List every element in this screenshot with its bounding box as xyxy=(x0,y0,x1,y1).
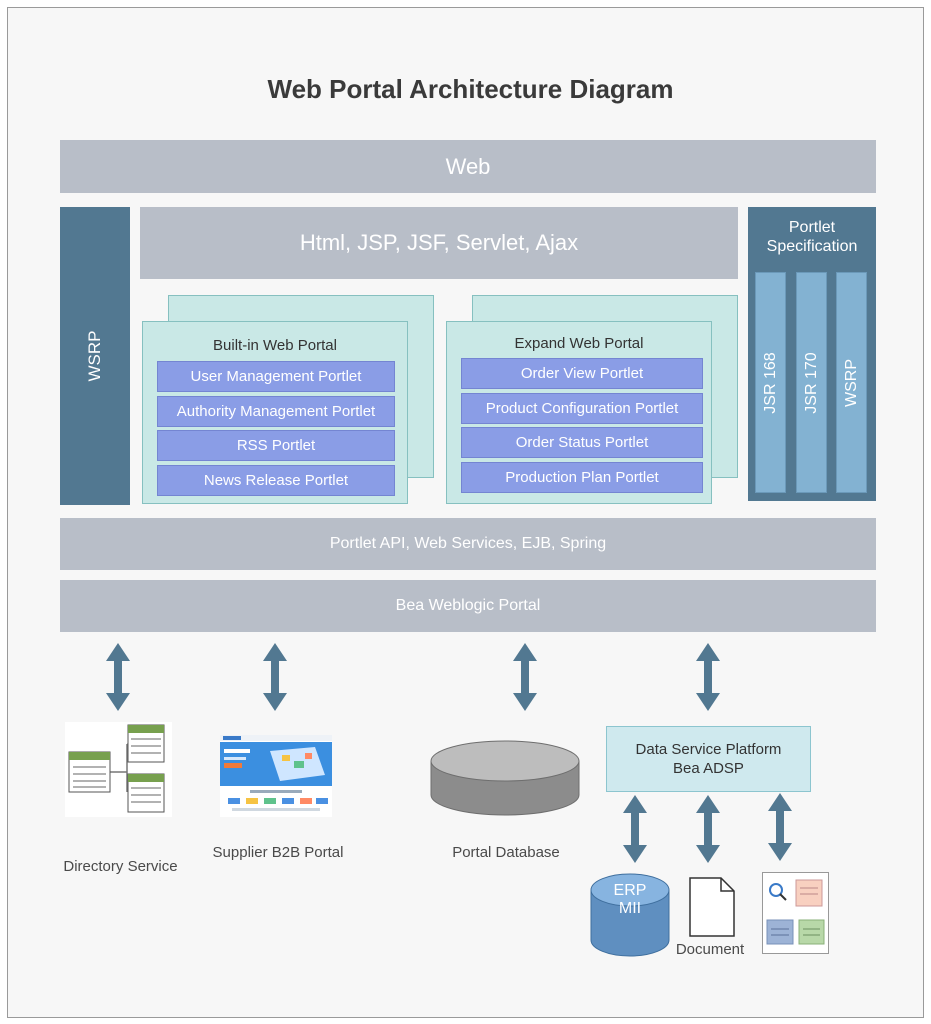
portlet-spec-title-line2: Specification xyxy=(766,238,858,255)
double-arrow-icon xyxy=(696,795,720,863)
portal-database-label: Portal Database xyxy=(452,844,560,861)
wsrp-column: WSRP xyxy=(60,207,130,505)
portlet-item: Order Status Portlet xyxy=(461,427,703,458)
document-icon xyxy=(689,877,735,937)
dsp-line1: Data Service Platform xyxy=(635,741,782,758)
database-icon xyxy=(430,740,580,816)
double-arrow-icon xyxy=(106,643,130,711)
html-layer: Html, JSP, JSF, Servlet, Ajax xyxy=(140,207,738,279)
erp-mii-label: ERP MII xyxy=(589,882,671,918)
portlet-spec-panel: Portlet Specification JSR 168 JSR 170 WS… xyxy=(748,207,876,501)
portlet-item: News Release Portlet xyxy=(157,465,395,496)
double-arrow-icon xyxy=(623,795,647,863)
directory-service-label: Directory Service xyxy=(63,858,178,875)
portlet-item: User Management Portlet xyxy=(157,361,395,392)
report-search-icon xyxy=(762,872,829,954)
weblogic-layer: Bea Weblogic Portal xyxy=(60,580,876,632)
web-layer: Web xyxy=(60,140,876,193)
directory-service-icon xyxy=(65,722,172,817)
portlet-item: Product Configuration Portlet xyxy=(461,393,703,424)
double-arrow-icon xyxy=(513,643,537,711)
portlet-item: Production Plan Portlet xyxy=(461,462,703,493)
erp-label-line1: ERP xyxy=(613,882,647,899)
double-arrow-icon xyxy=(696,643,720,711)
supplier-portal-thumbnail xyxy=(220,735,332,817)
expand-portal-card: Expand Web Portal Order View Portlet Pro… xyxy=(446,321,712,504)
spec-pillar: WSRP xyxy=(836,272,867,493)
builtin-portal-card: Built-in Web Portal User Management Port… xyxy=(142,321,408,504)
builtin-portal-title: Built-in Web Portal xyxy=(213,337,337,354)
portlet-item: RSS Portlet xyxy=(157,430,395,461)
spec-pillar: JSR 170 xyxy=(796,272,827,493)
diagram-title: Web Portal Architecture Diagram xyxy=(267,74,674,104)
api-layer: Portlet API, Web Services, EJB, Spring xyxy=(60,518,876,570)
double-arrow-icon xyxy=(768,793,792,861)
spec-pillar: JSR 168 xyxy=(755,272,786,493)
erp-label-line2: MII xyxy=(618,900,642,917)
expand-portal-title: Expand Web Portal xyxy=(514,335,644,352)
data-service-platform-box: Data Service Platform Bea ADSP xyxy=(606,726,811,792)
portlet-spec-title-line1: Portlet xyxy=(788,219,836,236)
portlet-item: Authority Management Portlet xyxy=(157,396,395,427)
portlet-item: Order View Portlet xyxy=(461,358,703,389)
dsp-line2: Bea ADSP xyxy=(673,760,744,777)
double-arrow-icon xyxy=(263,643,287,711)
document-label: Document xyxy=(675,941,745,958)
erp-mii-database-icon xyxy=(590,873,670,957)
supplier-portal-label: Supplier B2B Portal xyxy=(212,844,344,861)
